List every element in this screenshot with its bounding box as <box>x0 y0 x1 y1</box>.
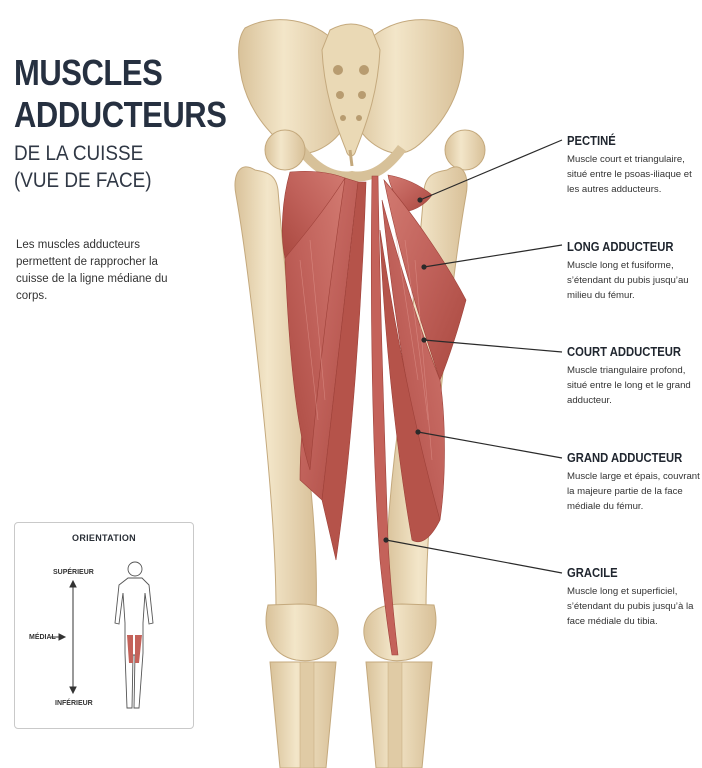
label-long-adducteur: LONG ADDUCTEUR Muscle long et fusiforme,… <box>567 240 702 303</box>
label-title: PECTINÉ <box>567 134 616 148</box>
label-title: COURT ADDUCTEUR <box>567 345 681 359</box>
orientation-inferior-label: INFÉRIEUR <box>55 700 93 707</box>
label-description: Muscle large et épais, couvrant la majeu… <box>567 471 700 512</box>
gracile-muscle <box>370 175 399 656</box>
muscle-fiber-lines <box>299 229 433 461</box>
pelvis <box>238 19 464 182</box>
title-block: MUSCLES ADDUCTEURS DE LA CUISSE (VUE DE … <box>14 52 227 194</box>
orientation-medial-label: MÉDIAL <box>29 634 56 641</box>
label-gracile: GRACILE Muscle long et superficiel, s’ét… <box>567 566 702 629</box>
subtitle-line1: DE LA CUISSE <box>14 142 144 165</box>
subtitle-line2: (VUE DE FACE) <box>14 169 152 192</box>
orientation-superior-label: SUPÉRIEUR <box>53 569 94 576</box>
label-description: Muscle court et triangulaire, situé entr… <box>567 154 692 195</box>
main-title-line1: MUSCLES <box>14 52 163 93</box>
tibias <box>269 661 433 768</box>
body-silhouette-icon <box>114 561 154 709</box>
intro-text: Les muscles adducteurs permettent de rap… <box>16 239 168 302</box>
label-court-adducteur: COURT ADDUCTEUR Muscle triangulaire prof… <box>567 345 702 408</box>
left-adductor-muscles <box>281 170 367 561</box>
leader-dots <box>383 197 427 543</box>
highlighted-adductor-region <box>127 635 142 663</box>
label-title: GRACILE <box>567 566 618 580</box>
orientation-arrows <box>51 579 77 695</box>
label-grand-adducteur: GRAND ADDUCTEUR Muscle large et épais, c… <box>567 451 702 514</box>
orientation-diagram <box>51 561 154 709</box>
label-title: GRAND ADDUCTEUR <box>567 451 683 465</box>
right-adductor-muscles <box>379 174 467 543</box>
label-description: Muscle triangulaire profond, situé entre… <box>567 365 691 406</box>
label-title: LONG ADDUCTEUR <box>567 240 674 254</box>
orientation-title: ORIENTATION <box>72 533 136 543</box>
main-title-line2: ADDUCTEURS <box>14 94 227 135</box>
label-pectine: PECTINÉ Muscle court et triangulaire, si… <box>567 134 702 197</box>
label-description: Muscle long et fusiforme, s’étendant du … <box>567 260 689 301</box>
leader-lines <box>385 139 563 574</box>
label-description: Muscle long et superficiel, s’étendant d… <box>567 586 694 627</box>
orientation-panel: ORIENTATION SUPÉRIEUR MÉDIAL INFÉRIEUR <box>14 522 194 729</box>
